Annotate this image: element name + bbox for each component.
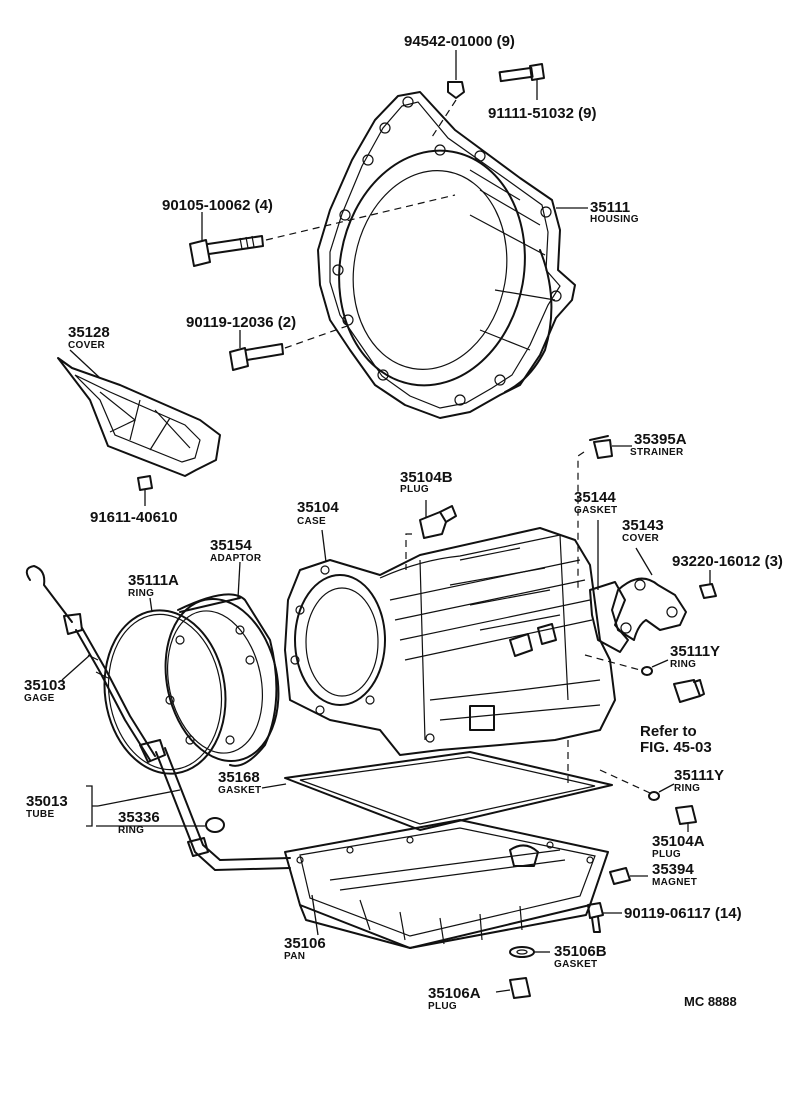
gasket-35106B-part <box>509 946 550 958</box>
label-35104-name: CASE <box>297 516 326 527</box>
label-35106-number: 35106 <box>284 935 326 952</box>
label-35111Y-lower-name: RING <box>674 783 700 794</box>
label-35013-number: 35013 <box>26 793 68 810</box>
reference-note-line1: Refer to <box>640 723 697 740</box>
label-35154-number: 35154 <box>210 537 252 554</box>
strainer-35395A-part <box>589 435 632 459</box>
bolt-91111-part <box>498 63 545 100</box>
label-93220-16012: 93220-16012 (3) <box>672 553 783 570</box>
label-35106-name: PAN <box>284 951 305 962</box>
label-90105-10062: 90105-10062 (4) <box>162 197 273 214</box>
label-90119-06117: 90119-06117 (14) <box>624 905 742 922</box>
bolt-90119-06117-part <box>587 902 622 933</box>
label-35144-name: GASKET <box>574 505 617 516</box>
label-35143-name: COVER <box>622 533 660 544</box>
label-35111Y-upper-number: 35111Y <box>670 643 720 660</box>
bolt-90119-12036-part <box>229 330 284 371</box>
bolt-93220-part <box>699 570 717 599</box>
plug-35104A-part <box>675 805 697 832</box>
case-35104-part <box>284 527 616 756</box>
label-35111-number: 35111 <box>590 199 630 216</box>
nut-94542-part <box>447 50 465 99</box>
label-90119-12036: 90119-12036 (2) <box>186 314 296 331</box>
magnet-35394-part <box>609 867 648 885</box>
bolt-90105-part <box>189 212 264 267</box>
label-35104B-name: PLUG <box>400 484 429 495</box>
pan-35106-part <box>284 819 609 949</box>
label-35128-number: 35128 <box>68 324 110 341</box>
label-91611-40610: 91611-40610 <box>90 509 178 526</box>
gasket-35168-part <box>261 751 613 831</box>
label-35106A-number: 35106A <box>428 985 481 1002</box>
label-35168-number: 35168 <box>218 769 260 786</box>
label-35168-name: GASKET <box>218 785 261 796</box>
gage-35103-part <box>25 565 156 761</box>
diagram-code: MC 8888 <box>684 994 737 1009</box>
fitting-part <box>673 679 705 703</box>
tube-35013-part <box>139 739 291 871</box>
label-94542-01000: 94542-01000 (9) <box>404 33 515 50</box>
label-35128-name: COVER <box>68 340 106 351</box>
part-labels: 94542-01000 (9) 91111-51032 (9) 35111 HO… <box>24 33 783 1012</box>
label-35111Y-lower-number: 35111Y <box>674 767 724 784</box>
label-35104A-name: PLUG <box>652 849 681 860</box>
label-35104A-number: 35104A <box>652 833 705 850</box>
label-35111Y-upper-name: RING <box>670 659 696 670</box>
ring-35111Y-lower-part <box>648 783 675 801</box>
cover-35143-part <box>611 547 687 641</box>
gasket-35144-part <box>589 520 629 653</box>
label-35106B-number: 35106B <box>554 943 607 960</box>
adaptor-35154-part <box>164 561 280 767</box>
label-35336-number: 35336 <box>118 809 160 826</box>
label-35144-number: 35144 <box>574 489 616 506</box>
label-35104B-number: 35104B <box>400 469 453 486</box>
housing-part <box>317 91 576 419</box>
label-35111-name: HOUSING <box>590 214 639 225</box>
label-35111A-number: 35111A <box>128 572 179 589</box>
cover-35128-part <box>57 349 221 477</box>
ring-35111Y-upper-part <box>641 659 669 676</box>
label-35394-name: MAGNET <box>652 877 697 888</box>
label-35106A-name: PLUG <box>428 1001 457 1012</box>
label-35106B-name: GASKET <box>554 959 597 970</box>
bolt-91611-part <box>137 475 153 506</box>
label-35395A-name: STRAINER <box>630 447 684 458</box>
label-91111-51032: 91111-51032 (9) <box>488 105 596 122</box>
plug-35104B-part <box>419 500 457 539</box>
label-35395A-number: 35395A <box>634 431 687 448</box>
label-35394-number: 35394 <box>652 861 694 878</box>
label-35103-number: 35103 <box>24 677 66 694</box>
ring-35111A-part <box>103 597 227 775</box>
label-35336-name: RING <box>118 825 144 836</box>
reference-note-line2: FIG. 45-03 <box>640 739 712 756</box>
label-35104-number: 35104 <box>297 499 339 516</box>
label-35013-name: TUBE <box>26 809 54 820</box>
ring-35336-part <box>205 817 225 833</box>
plug-35106A-part <box>495 977 531 999</box>
label-35154-name: ADAPTOR <box>210 553 262 564</box>
label-35143-number: 35143 <box>622 517 664 534</box>
label-35103-name: GAGE <box>24 693 55 704</box>
label-35111A-name: RING <box>128 588 154 599</box>
